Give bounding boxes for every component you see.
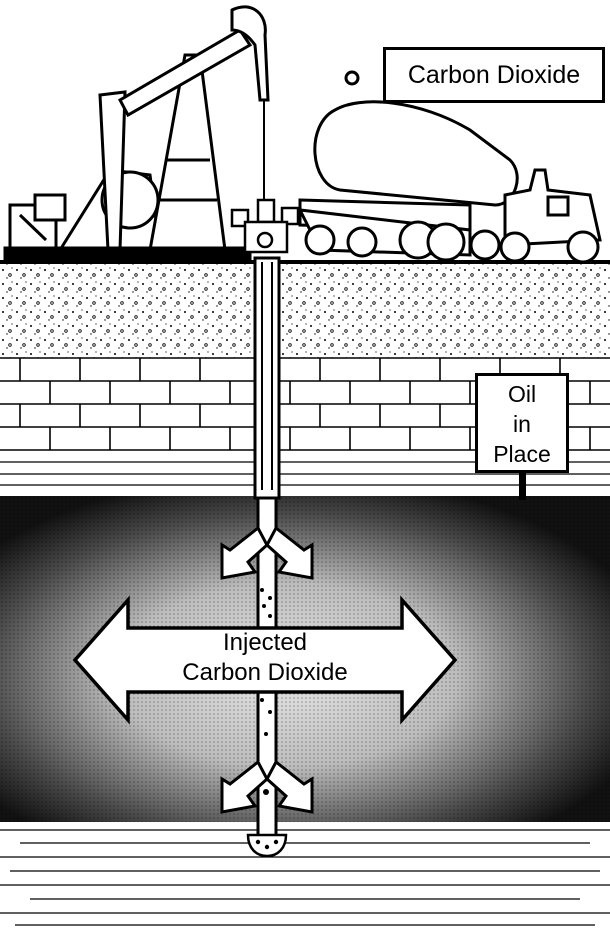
pump-jack-icon [5, 7, 268, 260]
oil-label-line-2: in [478, 409, 566, 439]
sign-post [519, 470, 526, 500]
injected-label-line-2: Carbon Dioxide [140, 658, 390, 688]
bottom-strata [0, 830, 610, 925]
carbon-dioxide-label: Carbon Dioxide [383, 47, 605, 103]
oil-label-line-3: Place [478, 439, 566, 469]
injected-label-line-1: Injected [140, 628, 390, 658]
oil-in-place-sign: Oil in Place [475, 373, 569, 473]
injected-carbon-dioxide-label: Injected Carbon Dioxide [140, 628, 390, 688]
drill-bit-icon [248, 835, 286, 856]
soil-layer [0, 262, 610, 358]
oil-label-line-1: Oil [478, 379, 566, 409]
wellhead-icon [232, 200, 298, 252]
